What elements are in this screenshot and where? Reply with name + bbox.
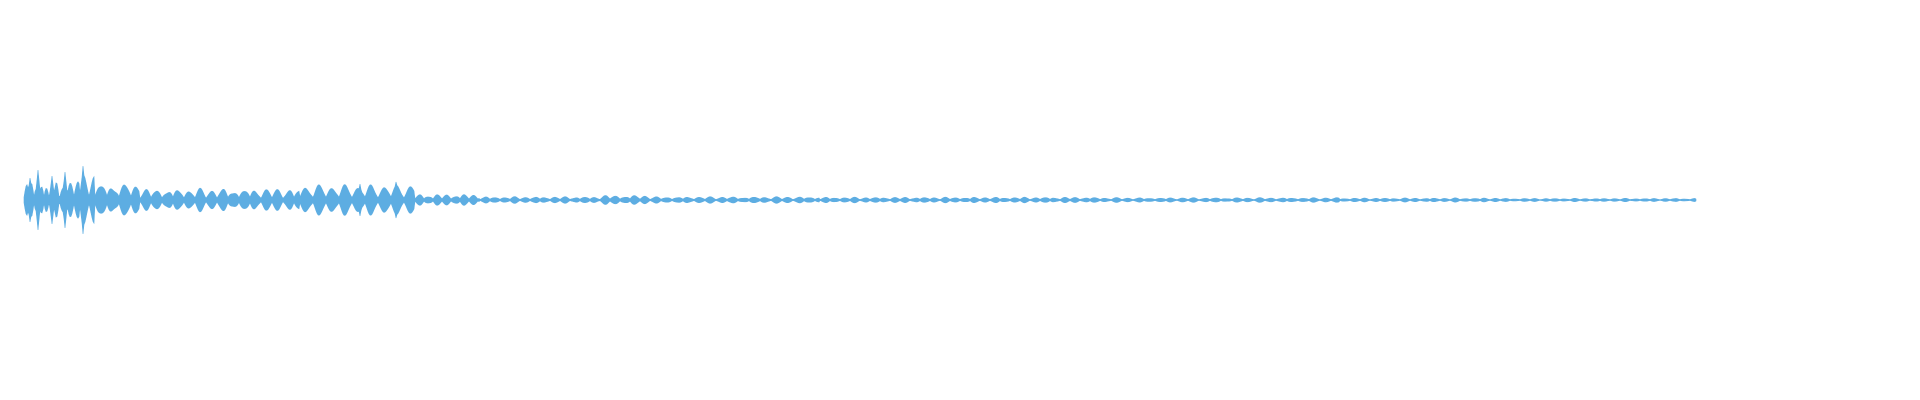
- waveform-envelope: [23, 165, 1697, 235]
